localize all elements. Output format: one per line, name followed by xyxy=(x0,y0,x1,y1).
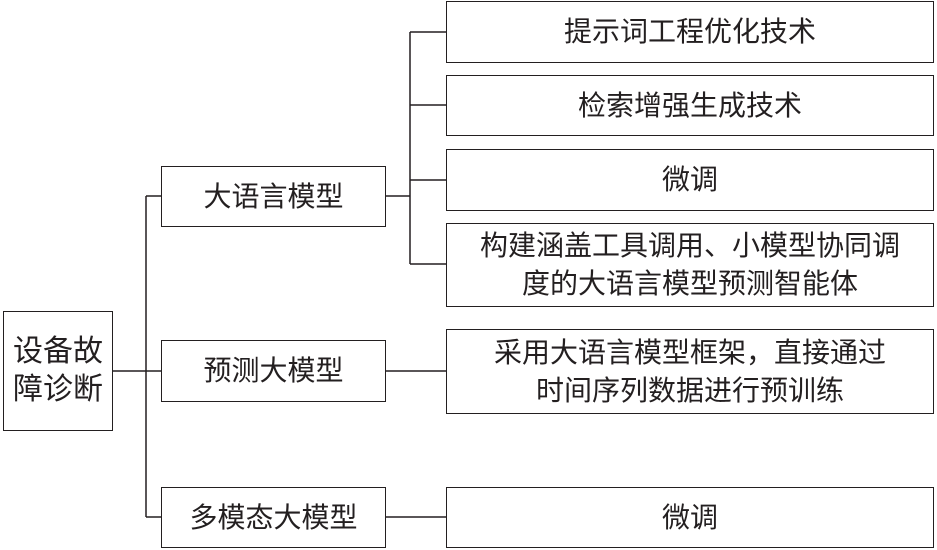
category-llm: 大语言模型 xyxy=(161,166,386,227)
leaf-finetune-llm: 微调 xyxy=(446,149,934,211)
leaf-agent: 构建涵盖工具调用、小模型协同调 度的大语言模型预测智能体 xyxy=(446,223,934,307)
root-label-line1: 设备故 xyxy=(13,334,103,369)
leaf-finetune-multimodal: 微调 xyxy=(446,487,934,548)
category-multimodal-label: 多模态大模型 xyxy=(189,500,358,534)
leaf-prompt-engineering: 提示词工程优化技术 xyxy=(446,1,934,63)
leaf-pretrain: 采用大语言模型框架，直接通过 时间序列数据进行预训练 xyxy=(446,329,934,414)
leaf-rag-label: 检索增强生成技术 xyxy=(577,88,802,122)
leaf-rag: 检索增强生成技术 xyxy=(446,75,934,136)
leaf-finetune-llm-label: 微调 xyxy=(661,163,718,196)
leaf-pretrain-line2: 时间序列数据进行预训练 xyxy=(535,373,844,407)
leaf-agent-line1: 构建涵盖工具调用、小模型协同调 xyxy=(479,229,900,262)
root-node: 设备故 障诊断 xyxy=(3,311,113,431)
category-prediction-label: 预测大模型 xyxy=(203,354,344,387)
category-prediction: 预测大模型 xyxy=(161,340,386,402)
leaf-prompt-engineering-label: 提示词工程优化技术 xyxy=(563,15,816,48)
category-multimodal: 多模态大模型 xyxy=(161,487,386,548)
category-llm-label: 大语言模型 xyxy=(203,179,344,213)
leaf-pretrain-line1: 采用大语言模型框架，直接通过 xyxy=(493,335,886,369)
root-label-line2: 障诊断 xyxy=(13,372,103,407)
leaf-agent-line2: 度的大语言模型预测智能体 xyxy=(521,267,858,300)
leaf-finetune-multimodal-label: 微调 xyxy=(661,500,718,534)
